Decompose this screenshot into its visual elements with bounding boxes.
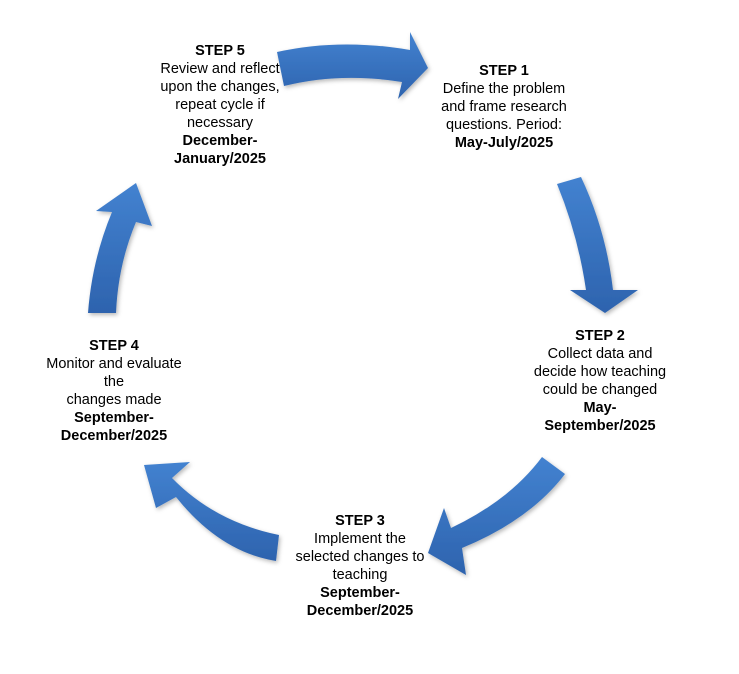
arrow-step1-to-step2 (557, 177, 638, 313)
arrow-step3-to-step4 (144, 462, 279, 561)
step-5-box: STEP 5 Review and reflect upon the chang… (130, 42, 310, 168)
step-1-period: May-July/2025 (454, 135, 554, 151)
step-1-description: Define the problem and frame research qu… (441, 81, 567, 133)
arrow-step5-to-step1 (277, 32, 428, 99)
step-2-description: Collect data and decide how teaching cou… (533, 346, 667, 398)
step-2-period: May- September/2025 (544, 400, 656, 434)
step-4-period: September- December/2025 (60, 410, 168, 444)
step-3-description: Implement the selected changes to teachi… (295, 531, 425, 583)
step-1-title: STEP 1 (479, 63, 529, 79)
step-4-box: STEP 4 Monitor and evaluate the changes … (28, 337, 200, 445)
step-3-box: STEP 3 Implement the selected changes to… (278, 512, 442, 620)
step-4-description: Monitor and evaluate the changes made (46, 356, 182, 408)
step-1-box: STEP 1 Define the problem and frame rese… (418, 62, 590, 152)
arrow-step2-to-step3 (428, 457, 565, 575)
step-5-period: December- January/2025 (174, 133, 266, 167)
arrow-step4-to-step5 (88, 183, 152, 313)
step-2-title: STEP 2 (575, 328, 625, 344)
step-2-box: STEP 2 Collect data and decide how teach… (510, 327, 690, 435)
step-3-title: STEP 3 (335, 513, 385, 529)
step-5-title: STEP 5 (195, 43, 245, 59)
step-4-title: STEP 4 (89, 338, 139, 354)
step-5-description: Review and reflect upon the changes, rep… (160, 61, 280, 131)
step-3-period: September- December/2025 (306, 585, 414, 619)
